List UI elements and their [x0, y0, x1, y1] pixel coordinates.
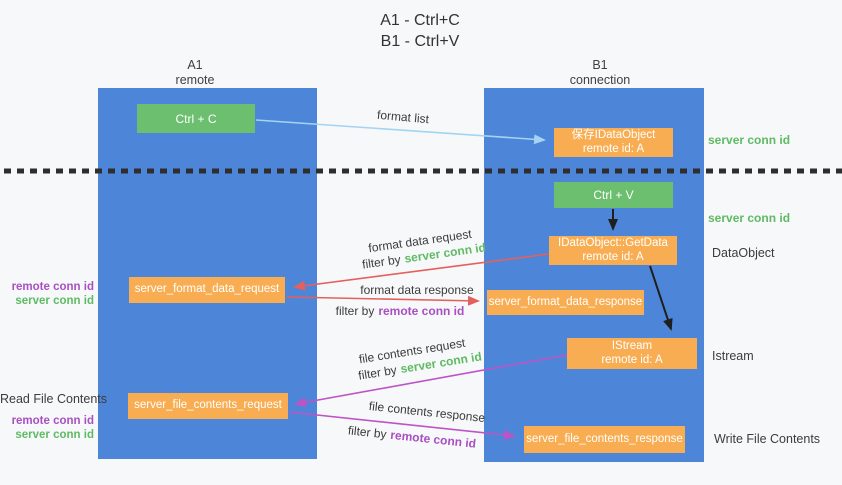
lifeline-header-a1: A1 remote: [130, 58, 260, 88]
server-conn-id-label-left-bottom: server conn id: [15, 429, 94, 441]
left-conn-id-group-bottom: remote conn id server conn id: [0, 414, 94, 442]
ctrl-c-box: Ctrl + C: [137, 104, 255, 133]
server-file-contents-response-box: server_file_contents_response: [524, 426, 685, 453]
server-format-data-request-box: server_format_data_request: [129, 277, 285, 303]
server-format-data-response-box: server_format_data_response: [487, 290, 644, 315]
remote-conn-id-label-top: remote conn id: [11, 281, 94, 293]
save-dataobject-line1: 保存IDataObject: [571, 129, 656, 141]
dataobject-label: DataObject: [712, 246, 775, 260]
server-conn-id-label-left-top: server conn id: [15, 295, 94, 307]
left-conn-id-group-top: remote conn id server conn id: [0, 280, 94, 308]
remote-conn-id-inline-1: remote conn id: [378, 304, 465, 318]
remote-conn-id-label-bottom: remote conn id: [11, 415, 94, 427]
server-conn-id-label-mid: server conn id: [708, 211, 791, 225]
server-format-data-request-label: server_format_data_request: [134, 283, 280, 296]
istream-side-label: Istream: [712, 349, 754, 363]
read-file-contents-label: Read File Contents: [0, 392, 108, 406]
lifeline-a1-id: A1: [187, 58, 203, 72]
save-dataobject-box: 保存IDataObject remote id: A: [554, 128, 673, 157]
ctrl-v-box: Ctrl + V: [554, 182, 673, 208]
istream-line1: IStream: [611, 340, 653, 352]
filter-by-text-1: filter by: [361, 252, 402, 272]
format-data-response-label: format data response: [360, 283, 474, 297]
lifeline-b1-role: connection: [569, 73, 631, 87]
istream-box: IStream remote id: A: [567, 338, 697, 369]
lifeline-a1-role: remote: [175, 73, 215, 87]
server-file-contents-request-box: server_file_contents_request: [128, 393, 288, 419]
title-line-2: B1 - Ctrl+V: [380, 33, 460, 50]
format-list-label: format list: [376, 107, 430, 127]
file-contents-response-label: file contents response: [368, 398, 486, 426]
save-dataobject-line2: remote id: A: [582, 142, 645, 155]
server-file-contents-response-label: server_file_contents_response: [526, 432, 683, 445]
istream-line2: remote id: A: [601, 353, 663, 366]
title-line-1: A1 - Ctrl+C: [380, 12, 460, 29]
server-file-contents-request-label: server_file_contents_request: [134, 399, 282, 412]
write-file-contents-label: Write File Contents: [714, 432, 821, 446]
getdata-line1: IDataObject::GetData: [558, 237, 668, 249]
filter-by-text-4: filter by: [347, 423, 388, 442]
getdata-box: IDataObject::GetData remote id: A: [549, 236, 677, 265]
ctrl-v-label: Ctrl + V: [593, 188, 634, 202]
filter-by-text-2: filter by: [335, 304, 375, 318]
remote-conn-id-inline-2: remote conn id: [389, 427, 477, 451]
lifeline-b1-id: B1: [592, 58, 608, 72]
diagram-title: A1 - Ctrl+C B1 - Ctrl+V: [300, 10, 540, 52]
server-conn-id-label-top: server conn id: [708, 133, 791, 147]
getdata-line2: remote id: A: [582, 250, 644, 263]
ctrl-c-label: Ctrl + C: [175, 111, 217, 126]
lifeline-header-b1: B1 connection: [535, 58, 665, 88]
server-format-data-response-label: server_format_data_response: [488, 295, 643, 308]
